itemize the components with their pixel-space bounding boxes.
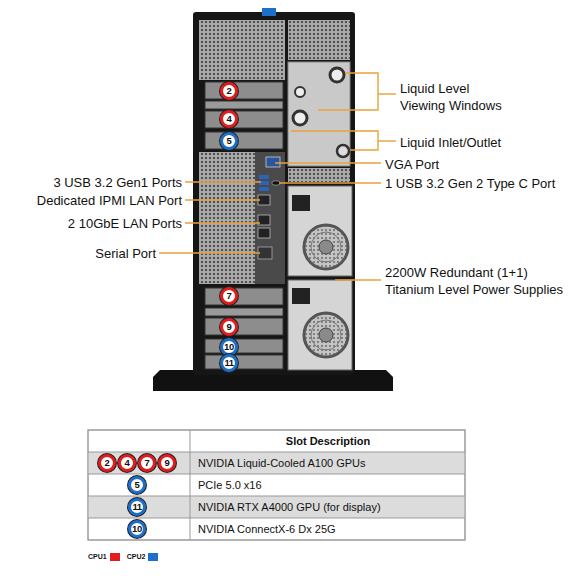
- callout-number: 7: [220, 287, 238, 305]
- slot-table-part: [88, 430, 465, 540]
- liquid-cooling-panel-part: [337, 145, 349, 157]
- power-supplies: [288, 186, 352, 370]
- leader-lines-part: [275, 162, 381, 163]
- liquid-cooling-panel-part: [330, 68, 344, 82]
- leader-lines-part: [185, 222, 260, 223]
- callout-number: 9: [220, 318, 238, 336]
- leader-lines: [159, 73, 396, 280]
- pcie-slot-area-part: [205, 101, 283, 109]
- leader-lines-part: [378, 93, 396, 94]
- callout-label: Dedicated IPMI LAN Port: [37, 192, 182, 209]
- callout-number: 10: [128, 520, 146, 538]
- slot-table-part: [88, 430, 465, 540]
- callout-number: 11: [220, 354, 238, 372]
- io-ports-part: [259, 187, 269, 191]
- pcie-slot-area-part: [255, 152, 285, 284]
- power-supplies-part: [304, 313, 348, 357]
- leader-lines-part: [185, 199, 260, 200]
- callout-label: Liquid Inlet/Outlet: [400, 134, 501, 151]
- chassis-part: [193, 12, 355, 375]
- callout-label: Serial Port: [95, 245, 156, 262]
- power-supplies-part: [311, 320, 341, 350]
- liquid-cooling-panel: [288, 20, 350, 182]
- power-supplies-part: [292, 195, 310, 211]
- table-cell: NVIDIA RTX A4000 GPU (for display): [198, 499, 381, 516]
- callout-number: 5: [128, 476, 146, 494]
- legend-text: CPU2: [127, 552, 146, 561]
- liquid-cooling-panel-part: [295, 87, 305, 97]
- pcie-slot-area: [199, 20, 285, 369]
- io-ports-part: [258, 247, 272, 259]
- power-supplies-part: [319, 240, 333, 254]
- callout-number: 2: [220, 82, 238, 100]
- leader-lines-part: [291, 131, 378, 150]
- slot-table: [88, 430, 465, 540]
- power-supplies-part: [288, 186, 352, 276]
- leader-lines-part: [159, 252, 260, 253]
- legend-text: CPU1: [88, 552, 107, 561]
- legend-swatch: [110, 553, 120, 561]
- liquid-cooling-panel-part: [288, 62, 350, 166]
- io-ports-part: [266, 157, 280, 167]
- power-supplies-part: [319, 328, 333, 342]
- pcie-slot-area-part: [205, 82, 283, 99]
- power-supplies-part: [288, 280, 352, 370]
- table-header: Slot Description: [286, 433, 370, 450]
- io-ports-part: [259, 175, 269, 179]
- slot-table-part: [88, 496, 465, 518]
- chassis-part: [262, 8, 276, 16]
- callout-number: 5: [220, 132, 238, 150]
- power-supplies-part: [311, 232, 341, 262]
- callout-number: 4: [118, 454, 136, 472]
- pcie-slot-area-part: [205, 132, 283, 149]
- pcie-slot-area-part: [199, 152, 255, 284]
- pcie-slot-area-part: [205, 308, 283, 316]
- callout-number: 7: [138, 454, 156, 472]
- callout-label: 2200W Redundant (1+1) Titanium Level Pow…: [385, 264, 573, 298]
- io-ports: [258, 157, 280, 259]
- callout-number: 11: [128, 498, 146, 516]
- liquid-cooling-panel-part: [288, 20, 350, 60]
- liquid-cooling-panel-part: [288, 168, 350, 182]
- table-cell: NVIDIA Liquid-Cooled A100 GPUs: [198, 455, 366, 472]
- pcie-slot-area-part: [205, 111, 283, 128]
- callout-label: 1 USB 3.2 Gen 2 Type C Port: [385, 175, 555, 192]
- slot-table-part: [88, 452, 465, 474]
- pcie-slot-area-part: [205, 339, 283, 353]
- leader-lines-part: [185, 181, 261, 182]
- liquid-cooling-panel-part: [293, 111, 307, 125]
- leader-lines-part: [335, 279, 381, 280]
- power-supplies-part: [292, 288, 310, 304]
- callout-label: 3 USB 3.2 Gen1 Ports: [53, 174, 182, 191]
- pcie-slot-area-part: [205, 318, 283, 335]
- chassis: [193, 8, 355, 375]
- callout-number: 9: [158, 454, 176, 472]
- io-ports-part: [258, 228, 270, 238]
- table-cell: NVIDIA ConnectX-6 Dx 25G: [198, 521, 336, 538]
- leader-lines-part: [378, 140, 396, 141]
- pcie-slot-area-part: [199, 20, 285, 80]
- pcie-slot-area-part: [205, 288, 283, 305]
- io-ports-part: [272, 181, 280, 185]
- slot-table-part: [88, 430, 465, 540]
- callout-label: Liquid Level Viewing Windows: [400, 80, 510, 114]
- leader-lines-part: [279, 182, 381, 183]
- pcie-slot-area-part: [205, 355, 283, 369]
- leader-lines-part: [318, 73, 378, 110]
- callout-label: 2 10GbE LAN Ports: [68, 215, 182, 232]
- power-supplies-part: [304, 225, 348, 269]
- legend-swatch: [148, 553, 158, 561]
- callout-label: VGA Port: [385, 156, 439, 173]
- callout-number: 2: [98, 454, 116, 472]
- callout-number: 4: [220, 110, 238, 128]
- table-cell: PCIe 5.0 x16: [198, 477, 262, 494]
